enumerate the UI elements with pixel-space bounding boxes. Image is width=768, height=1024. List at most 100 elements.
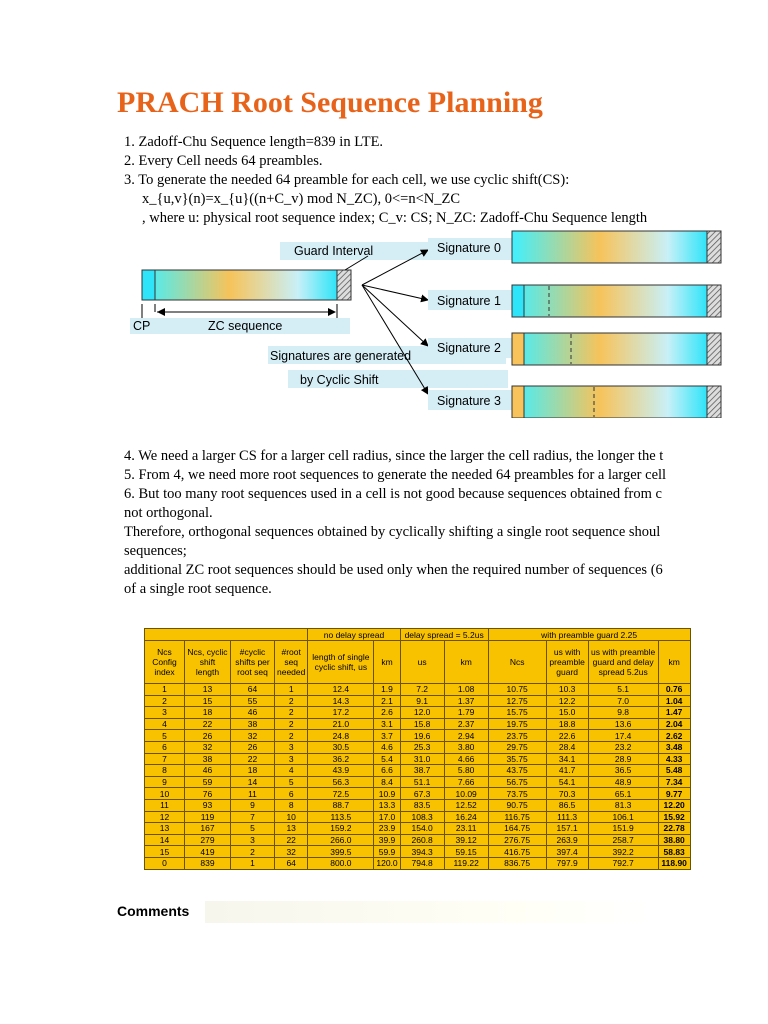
table-cell: 839 xyxy=(184,856,231,870)
formula-note: , where u: physical root sequence index;… xyxy=(142,210,648,226)
table-cell: 15.8 xyxy=(399,717,445,731)
table-cell: 34.1 xyxy=(545,752,589,766)
table-cell: 1.47 xyxy=(657,706,691,719)
table-cell: 51.1 xyxy=(399,775,445,789)
table-cell: 6 xyxy=(144,740,185,754)
table-cell: 7.0 xyxy=(587,694,659,708)
table-cell: 4.33 xyxy=(657,752,691,766)
table-cell: 15.92 xyxy=(657,810,691,824)
signatures-note: Signatures are generated xyxy=(270,349,411,363)
table-cell: 260.8 xyxy=(399,833,445,847)
table-cell: 18 xyxy=(184,706,231,719)
table-cell: 116.75 xyxy=(487,810,547,824)
table-cell: 7 xyxy=(230,810,275,824)
table-cell: 58.83 xyxy=(657,845,691,858)
table-column-header: Ncs, cyclic shift length xyxy=(184,640,231,684)
table-cell: 12.75 xyxy=(487,694,547,708)
table-cell: 2 xyxy=(273,717,309,731)
table-cell: 4.6 xyxy=(373,740,401,754)
table-cell: 3.80 xyxy=(443,740,489,754)
table-cell: 22.78 xyxy=(657,822,691,835)
table-cell: 5.48 xyxy=(657,764,691,777)
table-column-header: us with preamble guard xyxy=(545,640,589,684)
table-cell: 9 xyxy=(230,798,275,812)
table-cell: 2 xyxy=(273,706,309,719)
table-cell: 1 xyxy=(273,683,309,696)
arrow xyxy=(361,284,429,347)
numbered-list: 1. Zadoff-Chu Sequence length=839 in LTE… xyxy=(124,133,647,228)
table-cell: 113.5 xyxy=(307,810,375,824)
table-cell: 6 xyxy=(273,787,309,800)
table-cell: 10.75 xyxy=(487,683,547,696)
table-cell: 12.4 xyxy=(307,683,375,696)
signature-1-block xyxy=(511,284,722,318)
table-cell: 164.75 xyxy=(487,822,547,835)
table-cell: 38.80 xyxy=(657,833,691,847)
table-group-header: with preamble guard 2.25 xyxy=(487,628,691,641)
table-cell: 86.5 xyxy=(545,798,589,812)
table-cell: 38.7 xyxy=(399,764,445,777)
text-line: additional ZC root sequences should be u… xyxy=(124,562,663,578)
table-cell: 7.2 xyxy=(399,683,445,696)
table-cell: 392.2 xyxy=(587,845,659,858)
table-cell: 22 xyxy=(184,717,231,731)
table-cell: 19.75 xyxy=(487,717,547,731)
formula: x_{u,v}(n)=x_{u}((n+C_v) mod N_ZC), 0<=n… xyxy=(142,191,461,207)
table-cell: 14.3 xyxy=(307,694,375,708)
text-line: Therefore, orthogonal sequences obtained… xyxy=(124,524,661,540)
table-cell: 13.6 xyxy=(587,717,659,731)
table-cell: 41.7 xyxy=(545,764,589,777)
table-cell: 9 xyxy=(144,775,185,789)
table-cell: 2.94 xyxy=(443,729,489,742)
table-cell: 72.5 xyxy=(307,787,375,800)
table-cell: 23.75 xyxy=(487,729,547,742)
table-cell: 18.8 xyxy=(545,717,589,731)
list-item: 1. Zadoff-Chu Sequence length=839 in LTE… xyxy=(124,134,384,150)
table-cell: 12.52 xyxy=(443,798,489,812)
table-cell: 12.0 xyxy=(399,706,445,719)
table-cell: 22 xyxy=(230,752,275,766)
signature-label: Signature 3 xyxy=(437,394,501,408)
table-cell: 119 xyxy=(184,810,231,824)
table-cell: 9.1 xyxy=(399,694,445,708)
table-cell: 18 xyxy=(230,764,275,777)
table-cell: 13.3 xyxy=(373,798,401,812)
table-cell: 48.9 xyxy=(587,775,659,789)
table-cell: 93 xyxy=(184,798,231,812)
table-cell: 5.4 xyxy=(373,752,401,766)
table-cell: 46 xyxy=(230,706,275,719)
table-cell: 266.0 xyxy=(307,833,375,847)
table-column-header: length of single cyclic shift, us xyxy=(307,640,375,684)
table-cell: 3 xyxy=(273,740,309,754)
table-cell: 118.90 xyxy=(657,856,691,870)
table-cell: 90.75 xyxy=(487,798,547,812)
signatures-note: by Cyclic Shift xyxy=(300,373,379,387)
table-cell: 13 xyxy=(273,822,309,835)
table-cell: 17.0 xyxy=(373,810,401,824)
table-cell: 26 xyxy=(184,729,231,742)
signature-0-block xyxy=(511,230,722,264)
table-cell: 46 xyxy=(184,764,231,777)
table-cell: 7.66 xyxy=(443,775,489,789)
table-cell: 38 xyxy=(230,717,275,731)
signature-label: Signature 2 xyxy=(437,341,501,355)
table-cell: 157.1 xyxy=(545,822,589,835)
table-cell: 2.04 xyxy=(657,717,691,731)
table-cell: 111.3 xyxy=(545,810,589,824)
table-cell: 120.0 xyxy=(373,856,401,870)
table-cell: 800.0 xyxy=(307,856,375,870)
table-cell: 32 xyxy=(273,845,309,858)
table-cell: 106.1 xyxy=(587,810,659,824)
table-cell: 24.8 xyxy=(307,729,375,742)
table-cell: 13 xyxy=(184,683,231,696)
table-cell: 29.75 xyxy=(487,740,547,754)
comments-bar[interactable] xyxy=(205,901,650,923)
table-cell: 13 xyxy=(144,822,185,835)
table-cell: 3.1 xyxy=(373,717,401,731)
